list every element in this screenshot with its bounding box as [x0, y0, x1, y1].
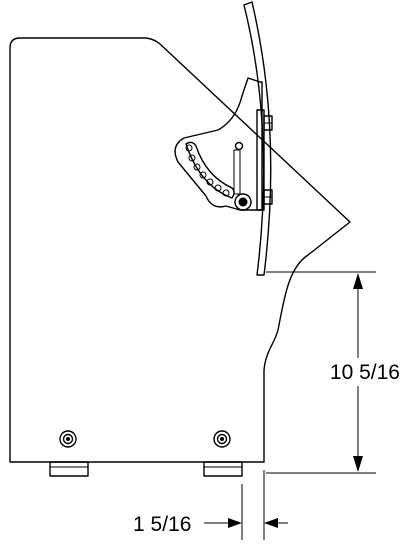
curved-screen-panel — [243, 1, 272, 276]
height-label: 10 5/16 — [330, 361, 400, 384]
left-screw — [59, 430, 77, 448]
tilt-bracket — [174, 77, 273, 211]
left-foot — [49, 461, 89, 477]
right-screw — [213, 430, 231, 448]
offset-label: 1 5/16 — [133, 513, 191, 536]
offset-dimension: 1 5/16 — [133, 470, 288, 540]
right-foot — [203, 461, 243, 477]
height-dimension: 10 5/16 — [266, 271, 400, 474]
cabinet-body-outline — [9, 37, 351, 463]
